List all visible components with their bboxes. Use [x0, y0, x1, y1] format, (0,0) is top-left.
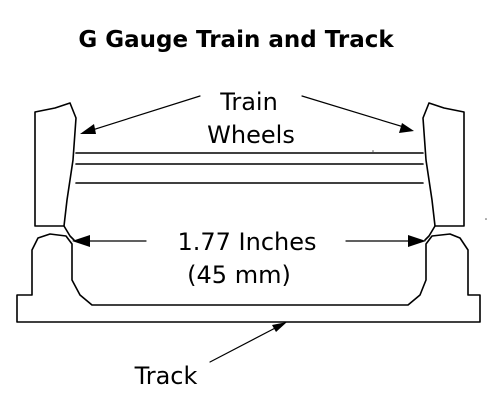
train-wheels-leaders: [80, 95, 414, 134]
track-leader: [209, 322, 287, 363]
stray-dot: [372, 150, 374, 152]
arrow-right-icon: [399, 123, 414, 133]
left-wheel: [34, 102, 77, 241]
dimension-right-arrow-icon: [408, 235, 426, 247]
track-arrow-icon: [272, 322, 287, 332]
measurement-label-line1: 1.77 Inches: [177, 228, 316, 256]
train-wheels-label-line1: Train: [219, 88, 278, 116]
track-rails: [16, 233, 481, 323]
diagram-title: G Gauge Train and Track: [78, 27, 394, 53]
track-label: Track: [134, 362, 198, 390]
dimension-arrows: [72, 235, 426, 247]
arrow-left-icon: [80, 124, 96, 134]
right-wheel: [422, 102, 465, 241]
measurement-label-line2: (45 mm): [187, 261, 291, 289]
train-wheels-label-line2: Wheels: [207, 121, 295, 149]
dimension-left-arrow-icon: [72, 235, 90, 247]
stray-dot: [485, 218, 487, 220]
axle: [75, 152, 424, 184]
